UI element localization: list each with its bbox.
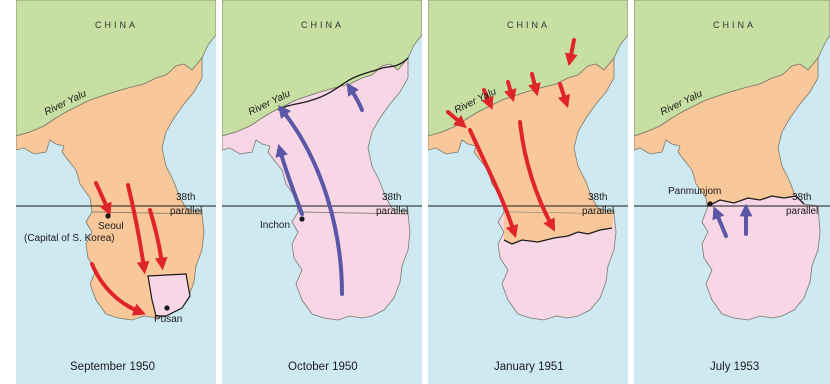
north-korea-region [16, 56, 203, 215]
un-advance-arrow [275, 143, 304, 216]
north-korea-region [222, 56, 409, 215]
parallel-label-38th: 38th [792, 192, 812, 203]
map-panel-july-1953: CHINA River Yalu 38th parallel Panmunjom… [634, 0, 830, 384]
attack-arrow [94, 181, 112, 216]
caption-september-1950: September 1950 [70, 361, 156, 373]
parallel-label-38th: 38th [382, 192, 402, 203]
map-drawing [428, 0, 628, 384]
attack-arrow [90, 262, 146, 316]
caption-july-1953: July 1953 [710, 361, 760, 373]
china-label: CHINA [301, 20, 345, 30]
map-panel-october-1950: CHINA River Yalu 38th parallel Inchon Oc… [222, 0, 422, 384]
chinese-attack-arrow [504, 80, 517, 103]
un-advance-arrow [346, 82, 364, 112]
china-label: CHINA [713, 20, 757, 30]
map-panel-september-1950: CHINA River Yalu 38th parallel Seoul (Ca… [16, 0, 216, 384]
parallel-label-word: parallel [170, 206, 203, 217]
chinese-attack-arrow [468, 128, 519, 239]
north-korea-region [634, 56, 819, 215]
chinese-attack-arrow [446, 110, 467, 129]
armistice-line [707, 195, 805, 207]
un-advance-arrow [278, 105, 344, 296]
parallel-label-38th: 38th [588, 192, 608, 203]
panmunjom-label: Panmunjom [668, 186, 722, 197]
chinese-attack-arrow [481, 88, 494, 110]
attack-arrow [148, 208, 168, 271]
parallel-label-word: parallel [582, 206, 615, 217]
chinese-attack-arrow [528, 72, 541, 97]
pusan-perimeter [147, 273, 191, 317]
pusan-dot [164, 305, 170, 311]
caption-january-1951: January 1951 [494, 361, 564, 373]
seoul-label: Seoul [98, 221, 124, 232]
chinese-attack-arrow [518, 120, 556, 232]
parallel-label-word: parallel [376, 206, 409, 217]
inchon-dot [299, 216, 305, 222]
front-line [503, 227, 613, 245]
map-drawing [16, 0, 216, 384]
attack-arrow [126, 183, 150, 275]
china-label: CHINA [507, 20, 551, 30]
map-panel-january-1951: CHINA River Yalu 38th parallel January 1… [428, 0, 628, 384]
inchon-label: Inchon [260, 220, 291, 231]
south-korea-region [291, 211, 411, 321]
occupied-south-area [504, 212, 614, 244]
seoul-sublabel: (Capital of S. Korea) [24, 233, 115, 244]
map-drawing [222, 0, 422, 384]
seoul-dot [105, 213, 111, 219]
chinese-attack-arrow [564, 38, 578, 67]
advance-front-line [277, 57, 409, 111]
chinese-attack-arrow [557, 82, 571, 109]
china-label: CHINA [95, 20, 139, 30]
caption-october-1950: October 1950 [288, 361, 358, 373]
map-drawing [634, 0, 830, 384]
parallel-label-word: parallel [786, 206, 819, 217]
panmunjom-dot [707, 201, 713, 207]
parallel-label-38th: 38th [176, 192, 196, 203]
un-push-arrow [712, 206, 728, 238]
pusan-label: Pusan [154, 314, 183, 325]
